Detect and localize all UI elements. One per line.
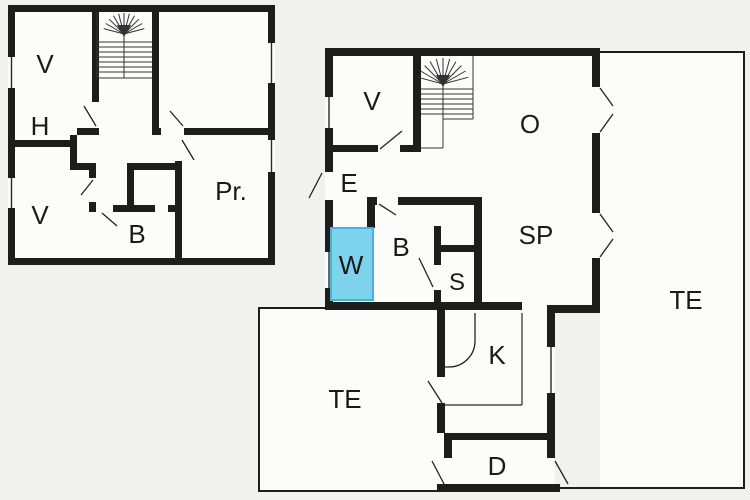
kitchen-boundary-lines [445, 313, 523, 406]
room-label-e: E [340, 168, 357, 198]
ground-door-swings [308, 87, 614, 485]
room-label-v-upper-bottom: V [31, 200, 49, 230]
room-label-v-ground: V [363, 86, 381, 116]
room-label-pr: Pr. [215, 176, 247, 206]
room-label-b-upper: B [128, 219, 145, 249]
room-label-v-upper-top: V [36, 49, 54, 79]
ground-staircase [417, 56, 474, 149]
terrace-outlines [258, 51, 745, 492]
stair-direction-marker [117, 25, 131, 37]
terrace-left-body [259, 308, 441, 491]
room-label-b-ground: B [392, 232, 409, 262]
room-label-w: W [339, 250, 364, 280]
room-label-k: K [488, 340, 506, 370]
terrace-right-body [600, 52, 745, 489]
ground-windows [325, 97, 555, 393]
room-label-sp: SP [519, 220, 554, 250]
room-label-o: O [520, 109, 540, 139]
upper-staircase [96, 12, 152, 79]
ground-door-openings [325, 87, 600, 258]
w-room-highlight [330, 227, 374, 301]
room-label-s: S [449, 269, 465, 296]
upper-door-swings [80, 105, 195, 227]
ground-floor-annex-body [437, 310, 555, 492]
ground-floor-plan: V E O SP W B S K TE D TE [258, 48, 745, 492]
room-label-te-right: TE [669, 285, 702, 315]
upper-floor-plan: V H V B Pr. [8, 5, 275, 265]
upper-windows [8, 43, 275, 208]
upper-walls [8, 5, 275, 265]
room-label-te-left: TE [328, 384, 361, 414]
room-label-d: D [488, 451, 507, 481]
stair-direction-marker [436, 75, 450, 87]
room-label-h: H [31, 111, 50, 141]
